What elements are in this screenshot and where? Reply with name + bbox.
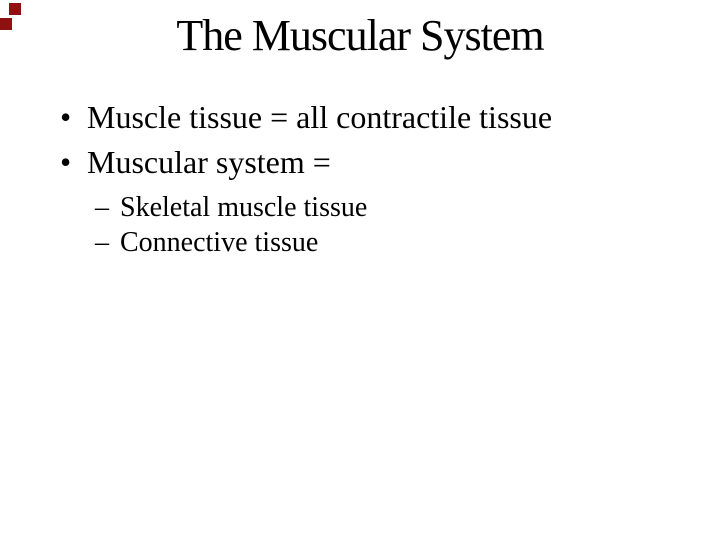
dash-icon: – [95,192,109,223]
sub-bullet-text: Connective tissue [120,227,319,258]
sub-bullet-item: –Skeletal muscle tissue [95,194,367,222]
bullet-icon: • [60,99,72,135]
bullet-text: Muscular system = [87,144,331,180]
decorative-square-left [0,18,12,30]
bullet-icon: • [60,144,72,180]
bullet-item: • Muscle tissue = all contractile tissue [60,101,552,133]
slide-title: The Muscular System [176,11,544,60]
dash-icon: – [95,227,109,258]
decorative-square-top [9,3,21,15]
bullet-text: Muscle tissue = all contractile tissue [87,99,553,135]
sub-bullet-text: Skeletal muscle tissue [120,192,368,223]
bullet-item: • Muscular system = [60,146,331,178]
sub-bullet-item: –Connective tissue [95,229,318,257]
